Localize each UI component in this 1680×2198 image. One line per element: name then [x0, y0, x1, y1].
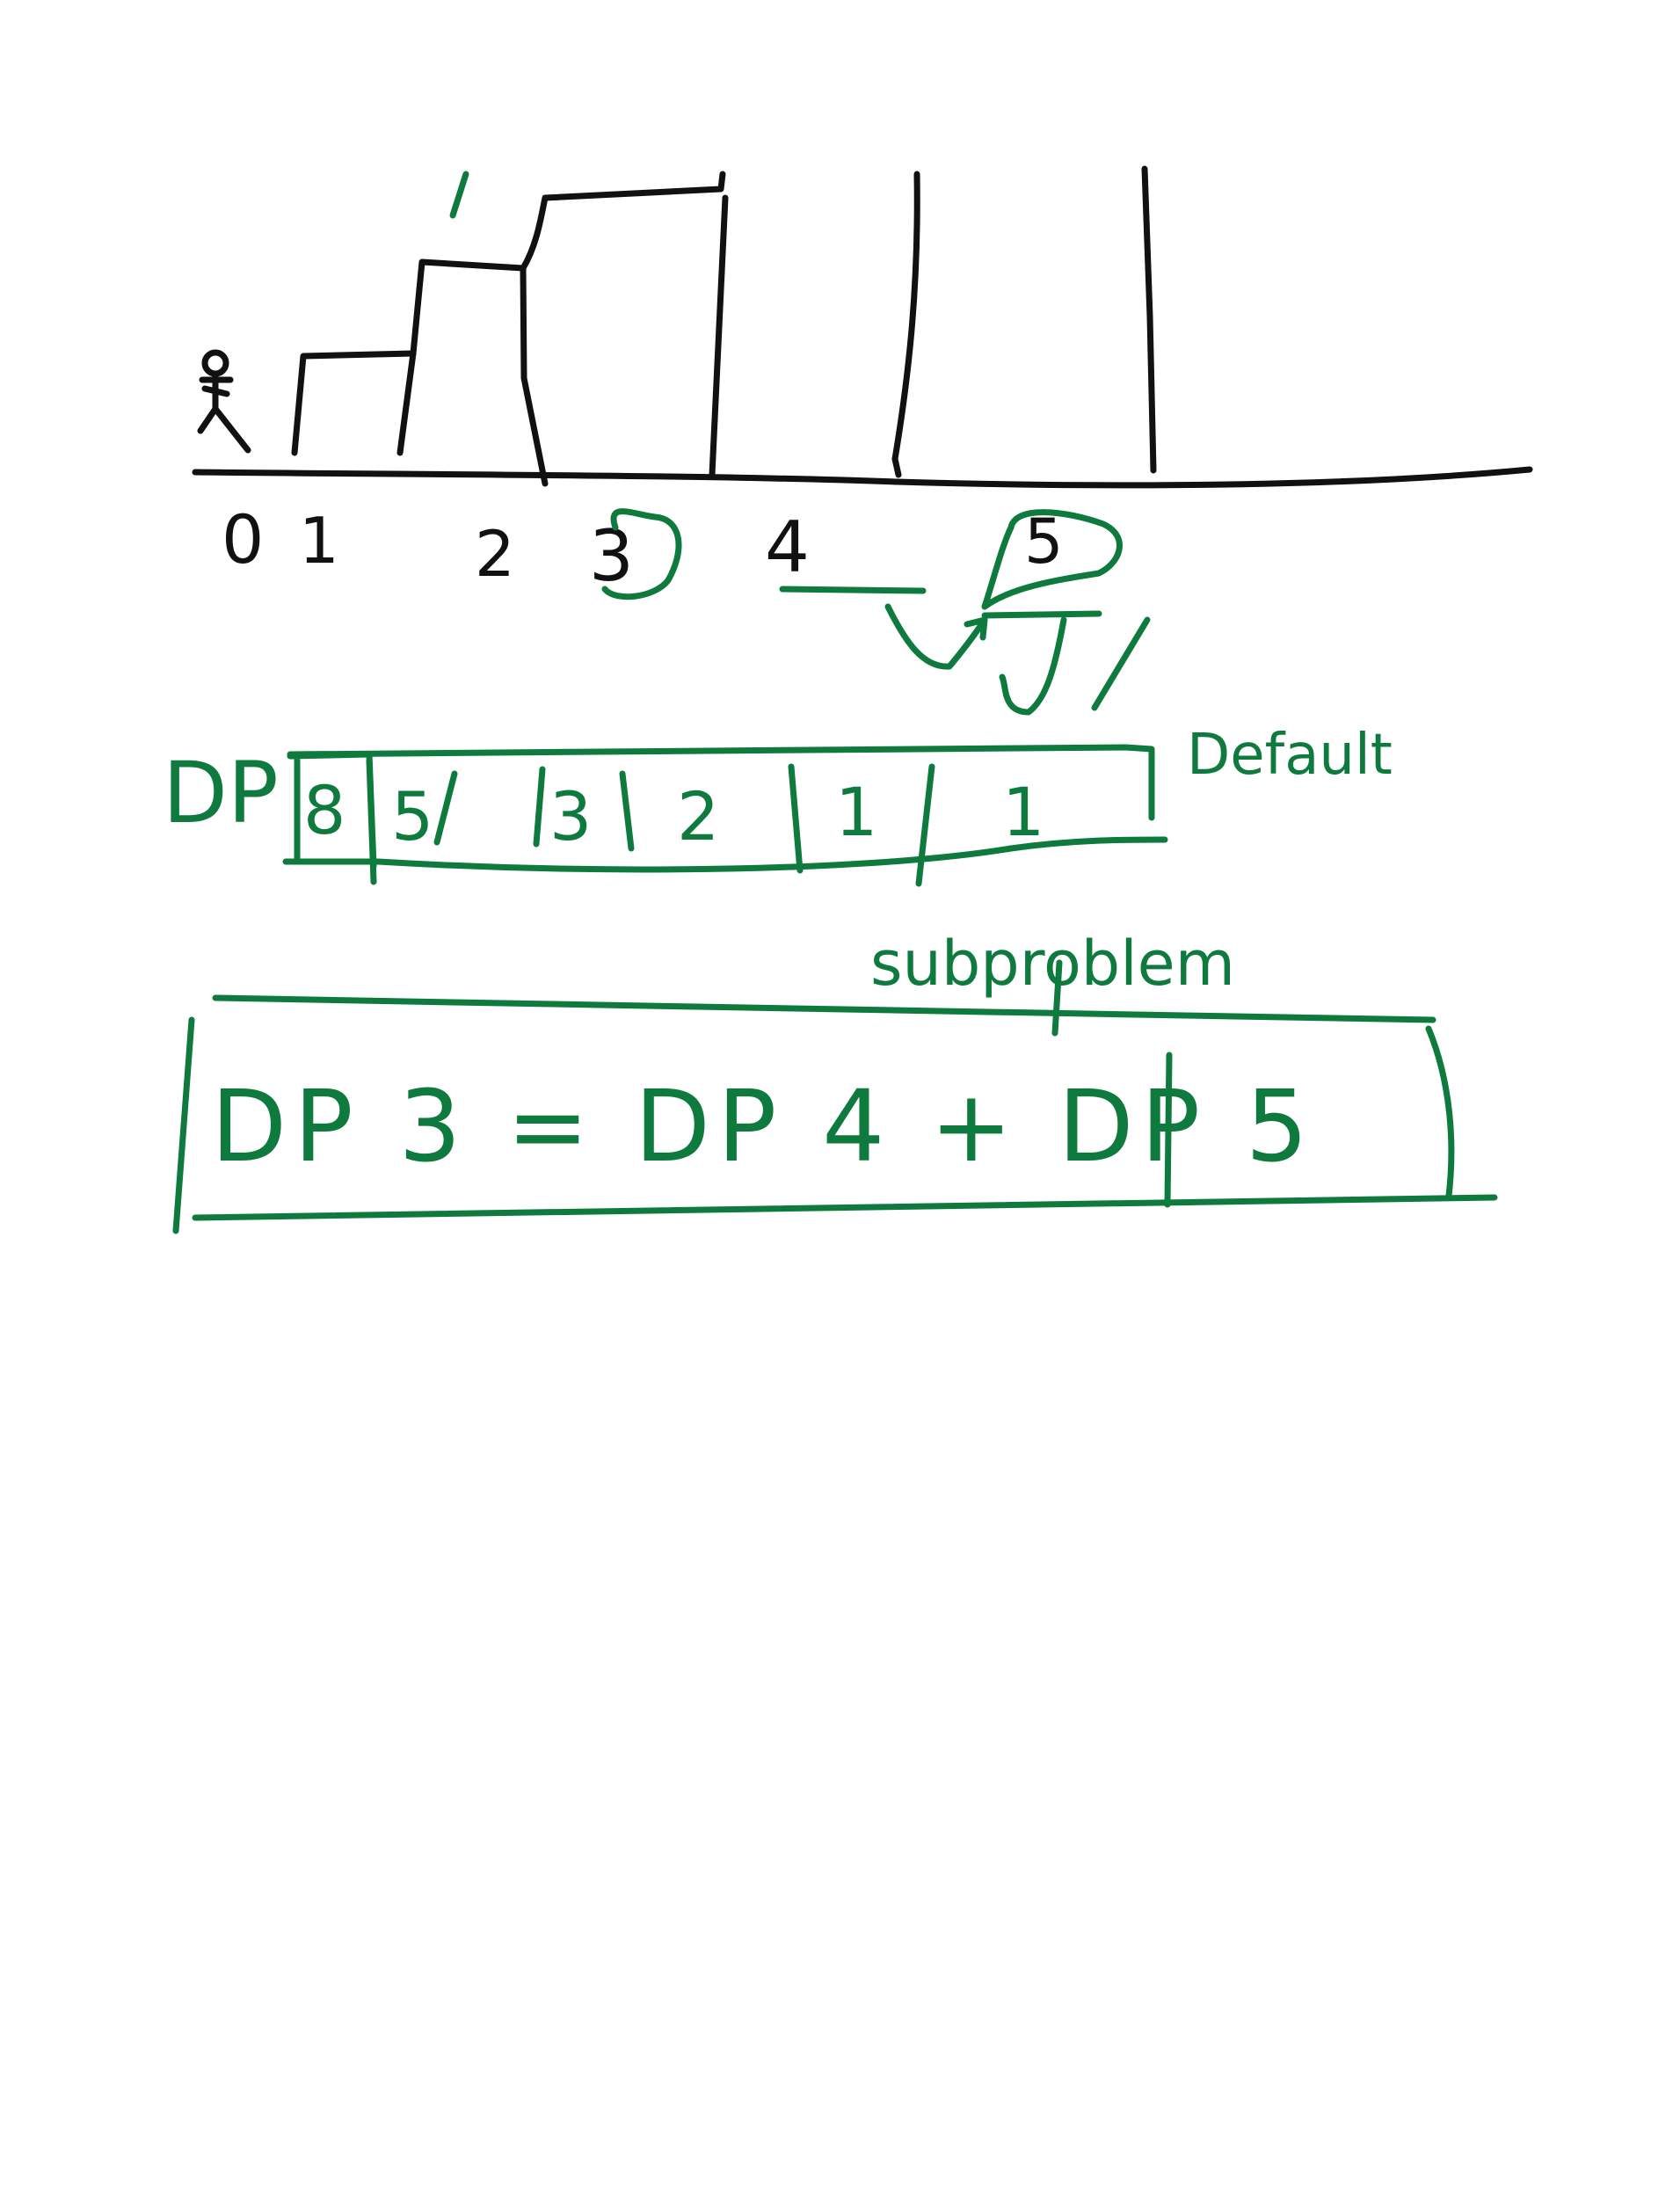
- arrow-4-to-5: [884, 603, 988, 670]
- dp-divider-4: [619, 770, 635, 852]
- step-label-0: 0: [222, 500, 264, 579]
- stick-figure-icon: [197, 349, 251, 454]
- dp-table: DP 8 5 3 2 1 1 Default: [163, 723, 1393, 887]
- step-4-line: [891, 171, 920, 478]
- step-1-outline: [291, 350, 417, 456]
- dp-cell-2: 3: [549, 777, 592, 855]
- underline-step-4: [779, 586, 927, 594]
- step-label-3: 3: [589, 515, 634, 597]
- dp-cell-4: 1: [835, 773, 877, 851]
- subproblem-box-top: [212, 994, 1436, 1023]
- stair-tick-mark: [449, 171, 469, 219]
- dp-divider-6: [915, 763, 935, 887]
- circle-step-5: [981, 509, 1123, 610]
- default-annotation: Default: [1187, 723, 1393, 788]
- dp-cell-5: 1: [1002, 773, 1044, 851]
- equation-divider: [1164, 1052, 1173, 1208]
- subproblem-section: subproblem DP 3 = DP 4 + DP 5: [172, 928, 1498, 1234]
- step-2-outline: [410, 258, 549, 487]
- step-label-4: 4: [765, 506, 810, 588]
- subproblem-box-left: [172, 1016, 195, 1234]
- dp-cell-3: 2: [677, 777, 719, 855]
- step-5-line: [1141, 165, 1157, 474]
- arrow-5-down: [981, 610, 1102, 716]
- subproblem-box-right: [1425, 1025, 1455, 1199]
- dp-divider-3: [533, 766, 546, 848]
- subproblem-equation: DP 3 = DP 4 + DP 5: [211, 1070, 1315, 1184]
- step-label-1: 1: [299, 504, 339, 578]
- dp-divider-1: [366, 757, 377, 885]
- step-label-2: 2: [475, 517, 515, 591]
- subproblem-divider: [1051, 959, 1063, 1037]
- step-3-outline: [520, 171, 726, 272]
- circle-step-3: [601, 508, 682, 600]
- dp-divider-5: [788, 763, 804, 874]
- step-3-right-edge: [709, 194, 729, 478]
- stair-annotations: [449, 171, 1151, 716]
- dp-table-bottom-border: [282, 836, 1168, 873]
- dp-label: DP: [163, 744, 279, 842]
- dp-cell-1: 5: [391, 777, 433, 855]
- step-labels: 0 1 2 3 4 5: [222, 500, 1064, 597]
- stroke-5-right: [1091, 616, 1151, 711]
- dp-divider-2: [433, 770, 458, 846]
- subproblem-label: subproblem: [870, 928, 1235, 1000]
- subproblem-box-bottom: [192, 1194, 1498, 1221]
- ground-line: [192, 466, 1533, 489]
- dp-cell-0: 8: [303, 771, 345, 849]
- staircase-drawing: [192, 165, 1533, 489]
- step-label-5: 5: [1024, 506, 1064, 578]
- dp-table-top-border: [287, 744, 1155, 821]
